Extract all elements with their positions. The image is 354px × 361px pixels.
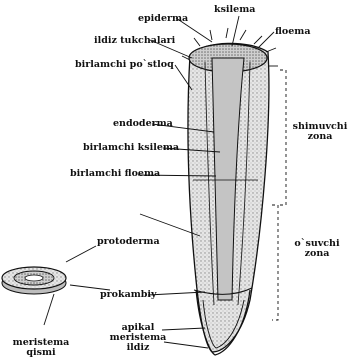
label-floema: floema [275, 27, 311, 37]
label-birlamchi-postloq: birlamchi po`stloq [75, 60, 174, 70]
label-birlamchi-ksilema: birlamchi ksilema [83, 143, 179, 153]
label-apikal-line-3: ildiz [108, 343, 168, 353]
label-protoderma: protoderma [97, 237, 160, 247]
label-apikal-meristema-ildiz: apikal meristema ildiz [108, 323, 168, 353]
root-body [188, 43, 269, 355]
label-meristema-qismi-line-2: qismi [6, 348, 76, 358]
label-osuvchi-line-2: zona [284, 249, 350, 259]
label-shimuvchi-zona: shimuvchi zona [288, 122, 352, 142]
label-epiderma: epiderma [138, 14, 188, 24]
meristem-cross-section [2, 267, 66, 294]
label-meristema-qismi: meristema qismi [6, 338, 76, 358]
label-shimuvchi-line-2: zona [288, 132, 352, 142]
zone-brackets [272, 70, 286, 320]
label-prokambiy: prokambiy [100, 290, 157, 300]
label-osuvchi-zona: o`suvchi zona [284, 239, 350, 259]
label-endoderma: endoderma [113, 119, 173, 129]
label-birlamchi-floema: birlamchi floema [70, 169, 160, 179]
label-ksilema: ksilema [214, 5, 255, 15]
label-ildiz-tukchalari: ildiz tukchalari [94, 36, 175, 46]
